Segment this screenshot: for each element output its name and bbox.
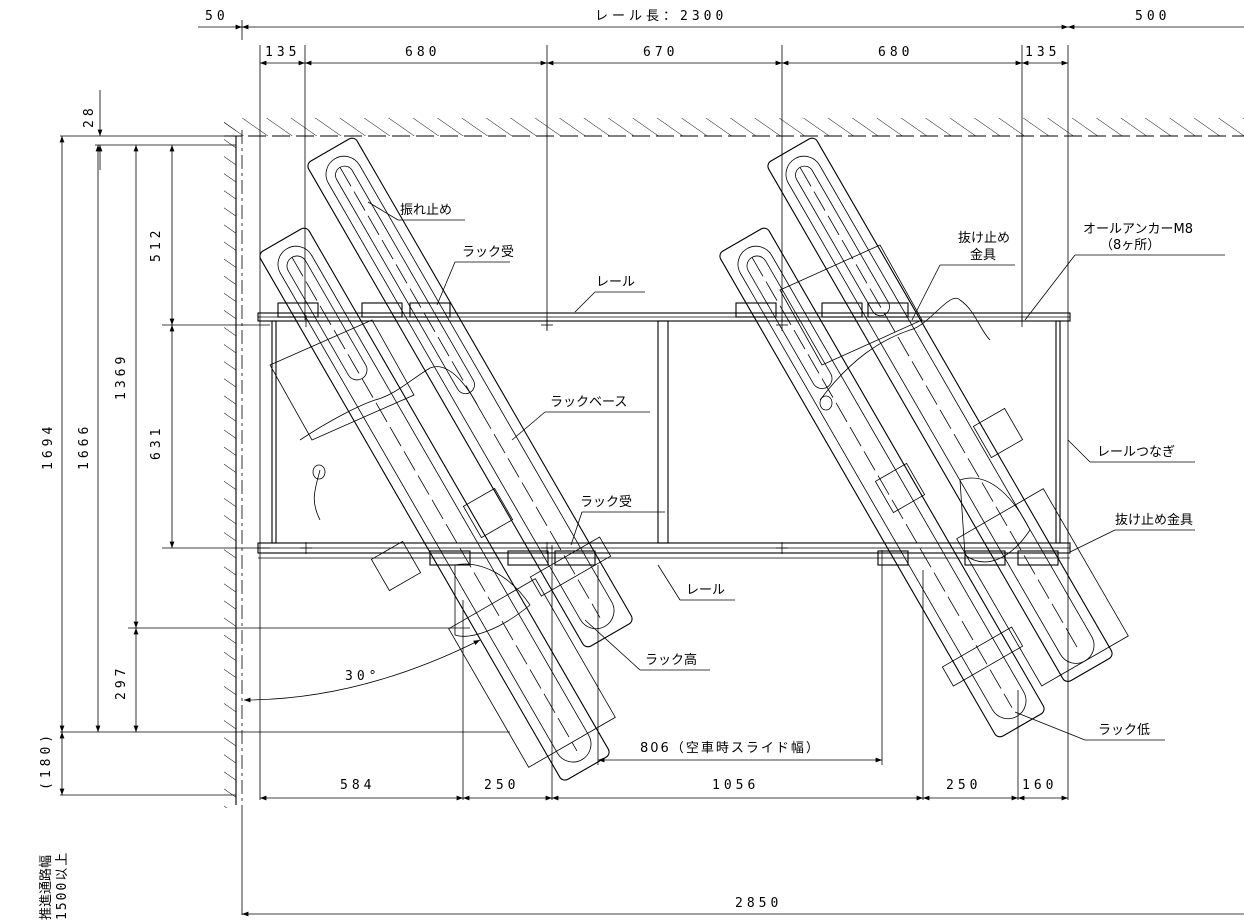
dim-250-a: 250 <box>484 778 519 793</box>
dim-135-right: 135 <box>1025 45 1060 60</box>
left-dimension-lines <box>59 90 510 796</box>
angle-text: 30° <box>345 669 380 684</box>
angle-annotation: 30° <box>243 639 481 703</box>
label-anchor-2: （8ヶ所） <box>1100 238 1160 253</box>
dim-28: 28 <box>82 104 97 128</box>
label-rack-holder-bottom: ラック受 <box>580 495 632 510</box>
dim-1056: 1056 <box>712 778 759 793</box>
label-retainer-bottom: 抜け止め金具 <box>1115 512 1193 528</box>
dim-50: 50 <box>205 9 229 24</box>
left-dimension-texts: 28 512 1369 631 1694 1666 297 (180) 推進通路… <box>38 104 164 920</box>
dim-297: 297 <box>114 665 129 700</box>
dim-631: 631 <box>149 425 164 460</box>
callout-labels: 振れ止め ラック受 レール ラックベース ラック受 レール ラック高 抜け止め … <box>400 203 1193 738</box>
dim-250-b: 250 <box>946 778 981 793</box>
label-rack-holder-top: ラック受 <box>462 245 514 260</box>
rail-frame <box>257 302 1071 566</box>
dim-680-a: 680 <box>405 45 440 60</box>
passage-width-label: 推進通路幅 <box>38 855 54 920</box>
dim-160: 160 <box>1022 778 1057 793</box>
dim-1369: 1369 <box>114 353 129 400</box>
dim-135-left: 135 <box>265 45 300 60</box>
dim-500: 500 <box>1135 9 1170 24</box>
bicycle-rack-left <box>259 137 633 781</box>
label-anchor-1: オールアンカーM8 <box>1083 222 1193 237</box>
dim-2850: 2850 <box>735 896 782 911</box>
bicycle-rack-right <box>719 137 1129 738</box>
label-retainer-top-2: 金具 <box>970 247 996 263</box>
dim-512: 512 <box>149 227 164 262</box>
dim-1694: 1694 <box>41 423 56 470</box>
leader-lines <box>367 201 1225 741</box>
dim-180: (180) <box>39 731 54 790</box>
dim-slide-width: 806（空車時スライド幅） <box>640 741 821 756</box>
label-retainer-top-1: 抜け止め <box>958 230 1010 246</box>
extension-lines <box>241 20 1069 915</box>
bottom-dimension-texts: 806（空車時スライド幅） 584 250 1056 250 160 2850 <box>340 741 1057 911</box>
passage-width-value: 1500以上 <box>55 851 70 920</box>
label-rack-low: ラック低 <box>1098 723 1150 738</box>
dim-584: 584 <box>340 778 375 793</box>
dim-rail-length: レール長：2300 <box>595 9 727 24</box>
dim-670: 670 <box>643 45 678 60</box>
label-rack-high: ラック高 <box>645 652 697 668</box>
dim-1666: 1666 <box>77 423 92 470</box>
dim-680-b: 680 <box>878 45 913 60</box>
label-rack-base: ラックベース <box>550 395 627 410</box>
label-rail-joint: レールつなぎ <box>1097 445 1175 460</box>
top-dimension-texts: 50 レール長：2300 500 135 680 670 680 135 <box>205 9 1170 60</box>
top-dimension-lines <box>198 24 1244 66</box>
label-rail-top: レール <box>596 275 635 290</box>
bottom-dimension-lines <box>242 757 1244 917</box>
label-rail-bottom: レール <box>686 583 725 598</box>
label-sway-stop: 振れ止め <box>400 203 452 218</box>
wall <box>224 118 1244 808</box>
